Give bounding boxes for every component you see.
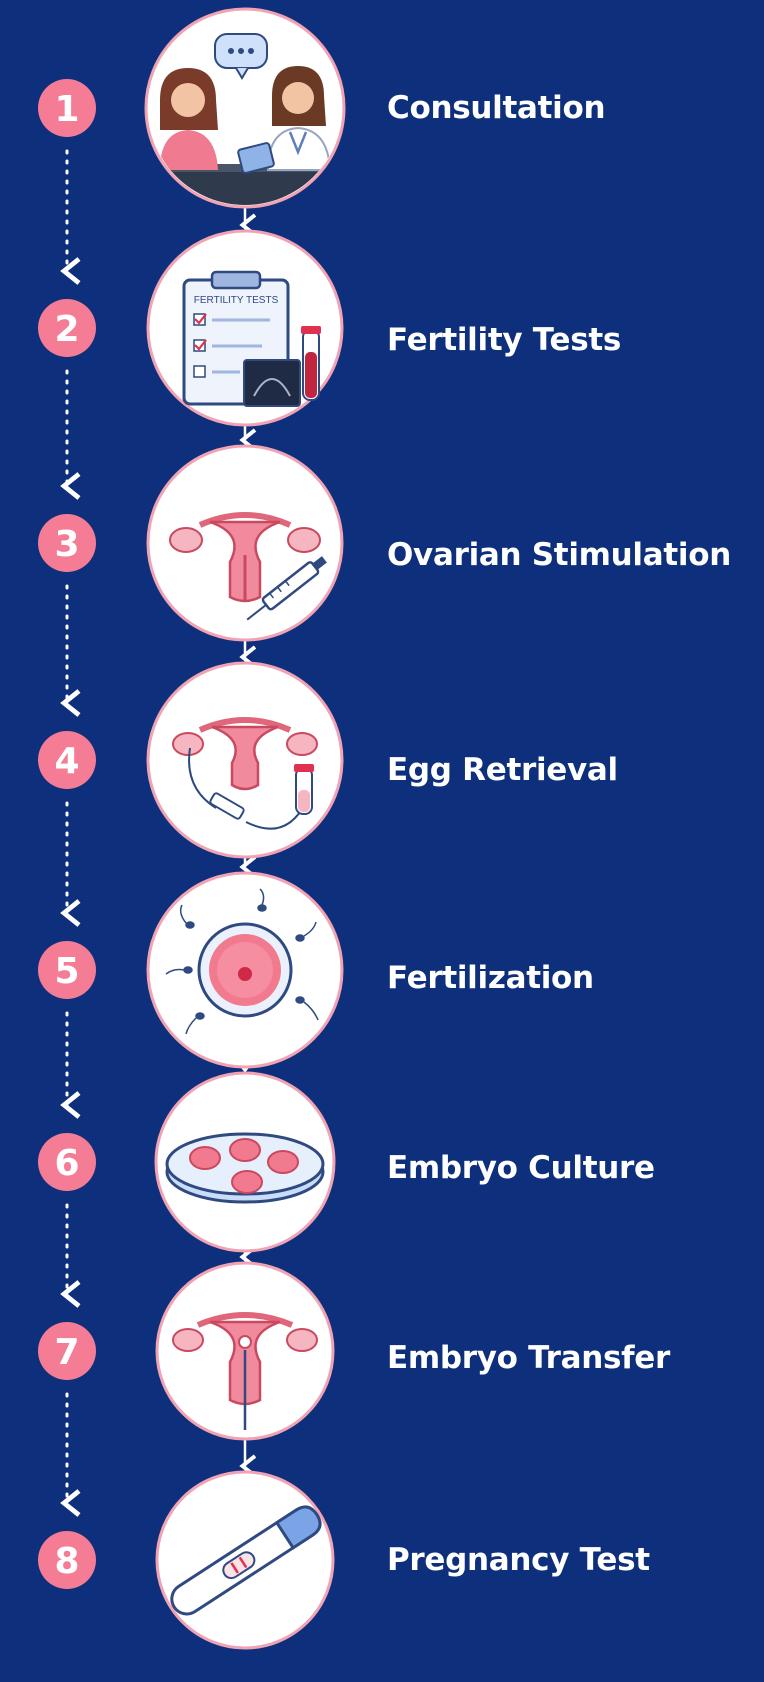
step-7-illustration: [155, 1261, 335, 1441]
step-label: Pregnancy Test: [387, 1542, 650, 1578]
step-number: 6: [54, 1143, 79, 1184]
consultation-icon: [160, 33, 332, 174]
step-4-illustration: [146, 661, 344, 859]
step-label: Fertilization: [387, 960, 594, 996]
uterus-needle-tube-icon: [172, 717, 318, 830]
step-number: 5: [54, 951, 79, 992]
pregnancy-test-icon: [170, 1505, 322, 1616]
step-1-badge: 1: [38, 79, 96, 137]
step-badge-circle: [38, 1133, 96, 1191]
step-number: 4: [54, 741, 79, 782]
step-7-badge: 7: [38, 1322, 96, 1380]
step-1-illustration: [144, 7, 346, 209]
step-label: Embryo Transfer: [387, 1340, 671, 1376]
step-label: Egg Retrieval: [387, 752, 618, 788]
step-number: 2: [54, 309, 79, 350]
step-4-badge: 4: [38, 731, 96, 789]
step-badge-circle: [38, 1531, 96, 1589]
step-label: Consultation: [387, 90, 606, 126]
step-8-illustration: [155, 1470, 335, 1650]
step-number: 7: [54, 1332, 79, 1373]
step-label: Embryo Culture: [387, 1150, 655, 1186]
step-5-badge: 5: [38, 941, 96, 999]
step-number: 3: [54, 524, 79, 565]
step-3-illustration: [146, 444, 344, 642]
uterus-syringe-icon: [169, 512, 327, 621]
step-3-badge: 3: [38, 514, 96, 572]
step-badge-circle: [38, 731, 96, 789]
step-badges: 1 2 3 4 5 6 7 8: [38, 79, 96, 1589]
petri-dish-embryos-icon: [165, 1132, 325, 1204]
step-badge-circle: [38, 299, 96, 357]
step-6-badge: 6: [38, 1133, 96, 1191]
step-2-illustration: FERTILITY TESTS: [146, 229, 344, 427]
step-badge-circle: [38, 79, 96, 137]
step-badge-circle: [38, 941, 96, 999]
uterus-catheter-icon: [172, 1312, 318, 1430]
step-badge-circle: [38, 514, 96, 572]
step-8-badge: 8: [38, 1531, 96, 1589]
step-label: Ovarian Stimulation: [387, 537, 731, 573]
step-6-illustration: [154, 1071, 336, 1253]
step-number: 1: [54, 89, 79, 130]
step-number: 8: [54, 1541, 79, 1582]
step-badge-circle: [38, 1322, 96, 1380]
step-5-illustration: [146, 871, 344, 1069]
fertility-tests-clipboard-icon: FERTILITY TESTS: [182, 270, 321, 407]
egg-sperm-icon: [165, 888, 319, 1035]
step-2-badge: 2: [38, 299, 96, 357]
clipboard-title: FERTILITY TESTS: [194, 295, 279, 306]
step-label: Fertility Tests: [387, 322, 622, 358]
